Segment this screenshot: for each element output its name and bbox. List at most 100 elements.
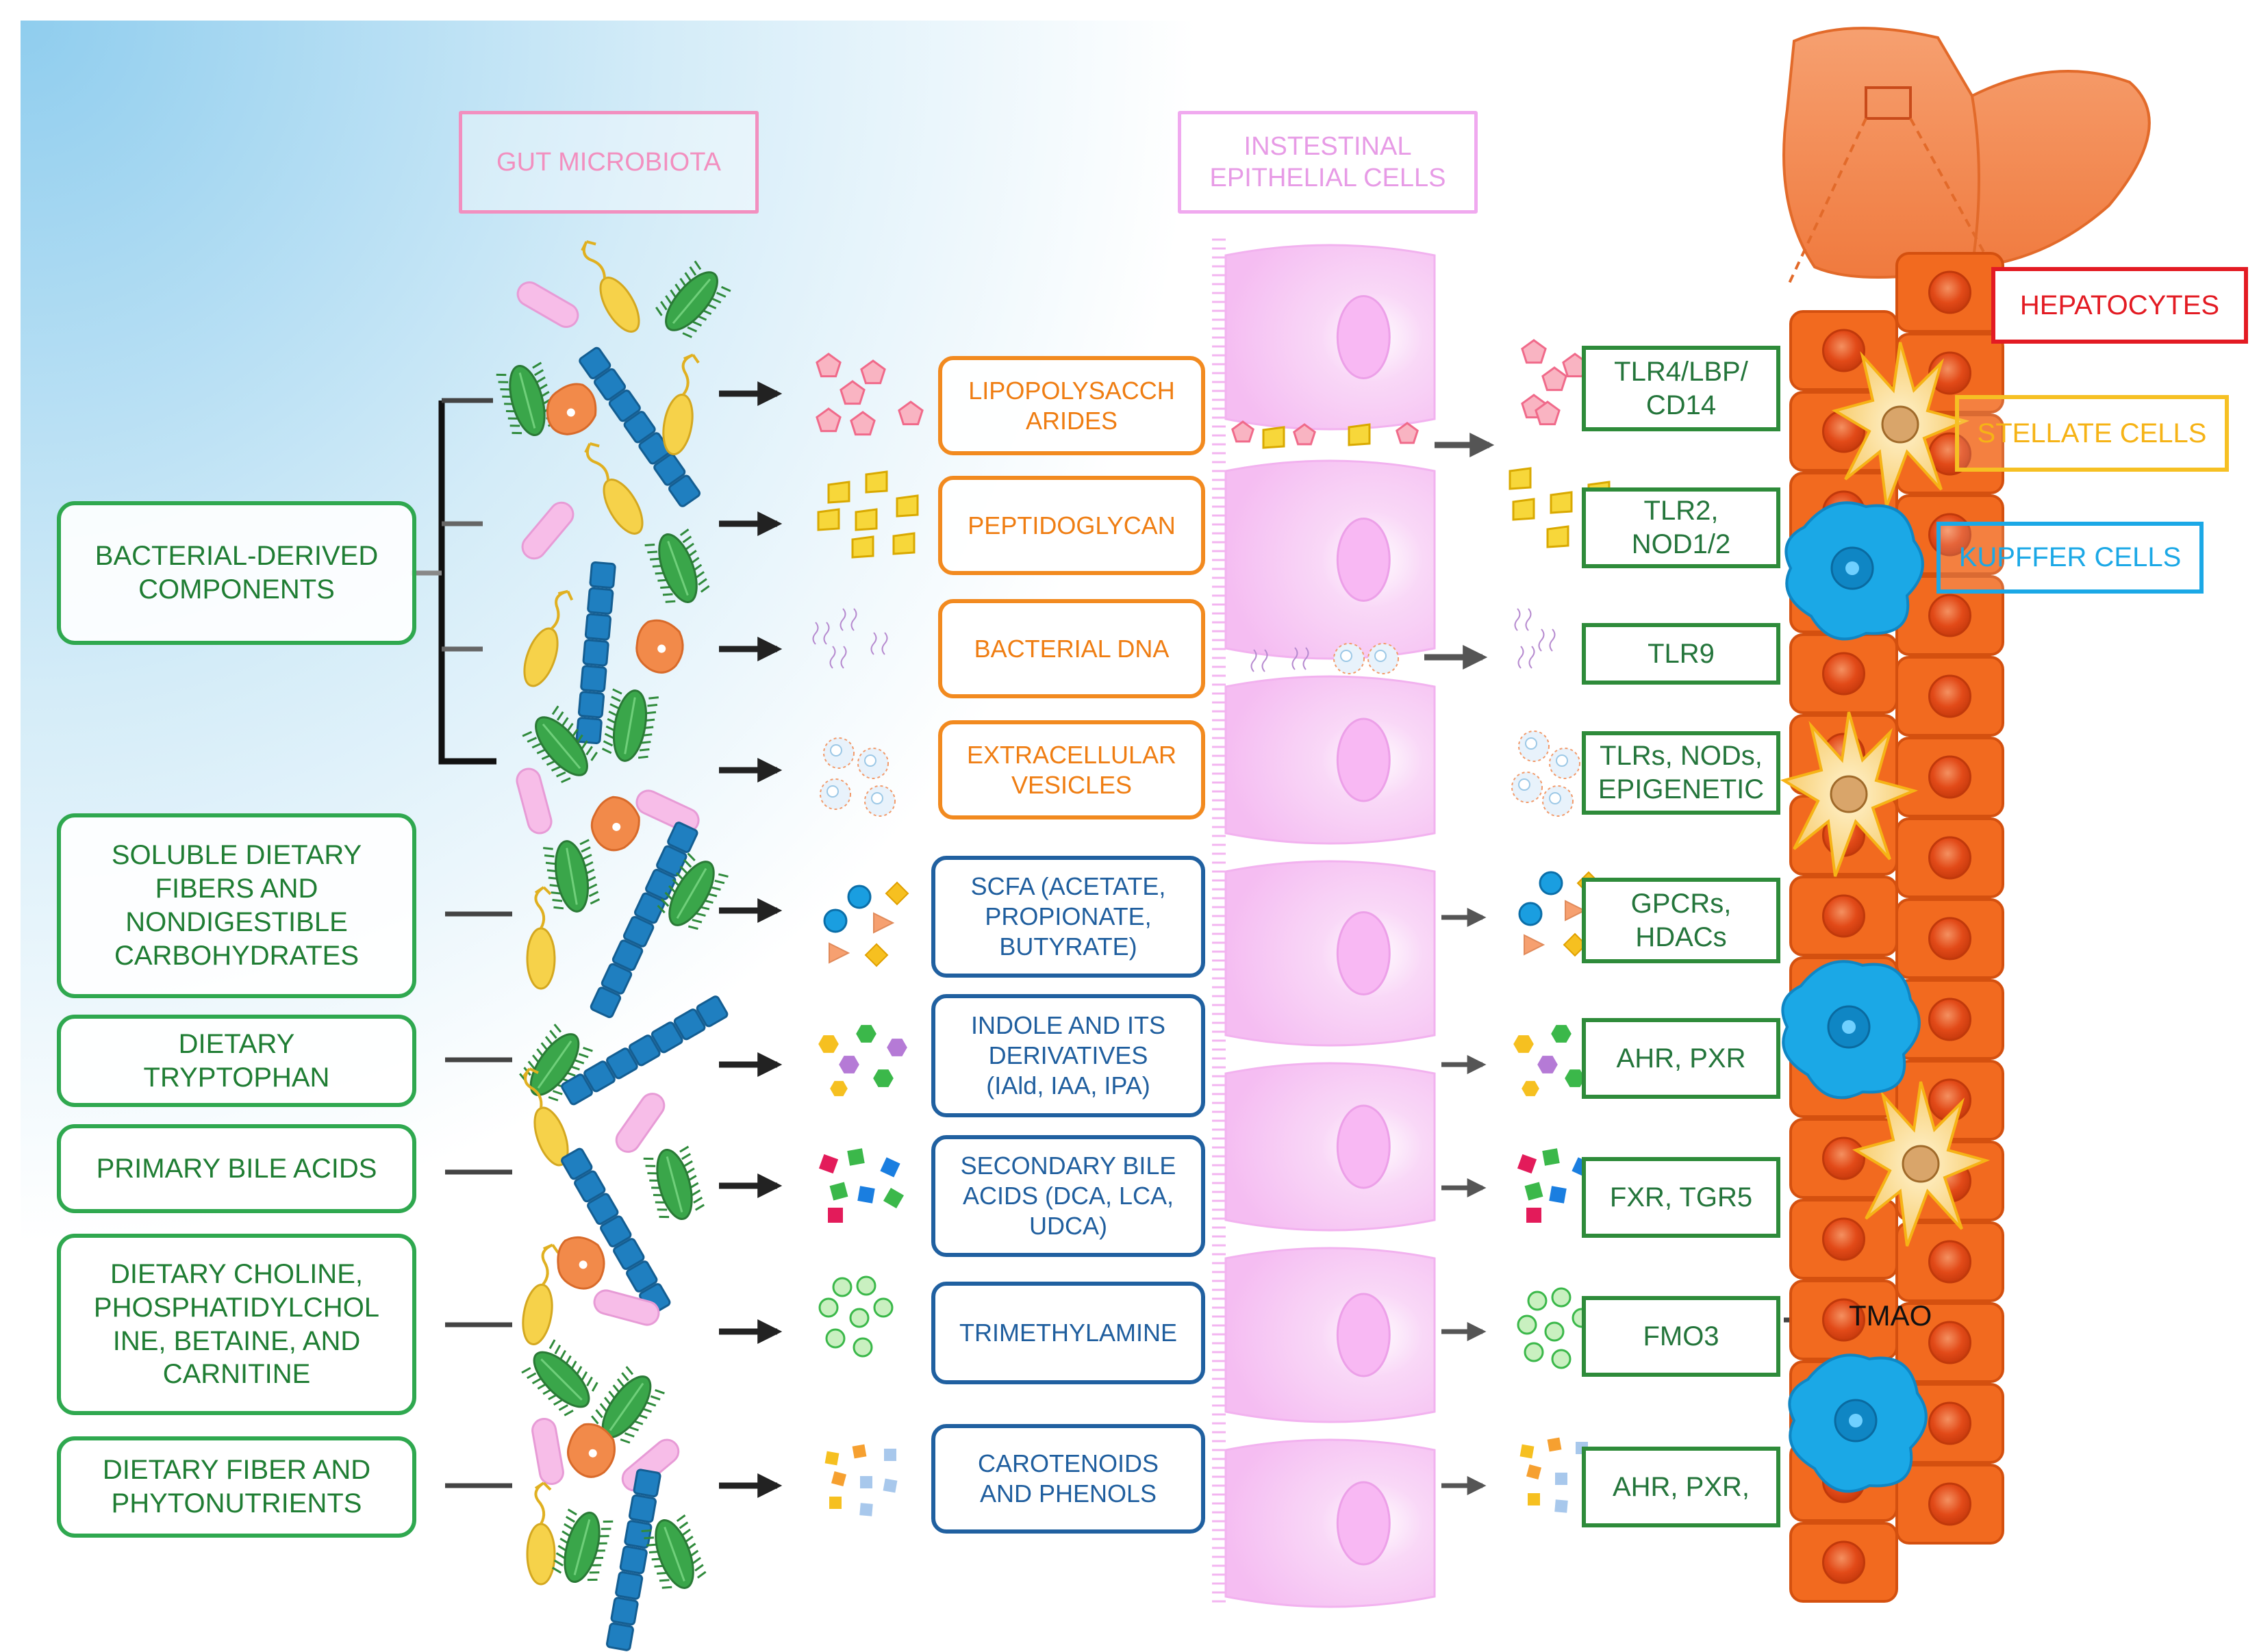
particle-square-icon — [1523, 1180, 1545, 1202]
bacteria-spiky-icon — [643, 1145, 705, 1221]
particle-circle-icon — [825, 1328, 846, 1349]
bacteria-spiky-icon — [655, 260, 731, 338]
particle-square-icon — [850, 1443, 868, 1460]
particle-circle-icon — [823, 908, 848, 933]
particle-square-icon — [1524, 1462, 1543, 1482]
particle-square-icon — [883, 1447, 898, 1462]
particle-square-icon — [845, 1146, 867, 1168]
hepatocyte-icon — [1895, 817, 2004, 898]
bacteria-spiky-icon — [601, 688, 659, 762]
liver-tissue-layer — [1780, 252, 2004, 1603]
source-text: NONDIGESTIBLE — [125, 907, 348, 937]
metabolite-text: UDCA) — [1028, 1211, 1107, 1240]
receptor-text: AHR, PXR, — [1612, 1471, 1750, 1502]
particle-square-icon — [1553, 1498, 1569, 1514]
peptidoglycan-icon — [855, 508, 878, 531]
receptor-box-gpcrs: GPCRs,HDACs — [1582, 878, 1780, 963]
liver-icon — [1782, 27, 2151, 288]
receptor-text: FXR, TGR5 — [1609, 1182, 1753, 1212]
particle-square-icon — [823, 1449, 841, 1467]
metabolite-text: EXTRACELLULAR — [966, 740, 1177, 769]
bacteria-rod-icon — [593, 1289, 660, 1326]
bracket-icon — [411, 398, 496, 765]
bacteria-spiky-icon — [543, 839, 601, 913]
vesicle-core-icon — [871, 792, 883, 804]
hepatocyte-icon — [1789, 876, 1898, 956]
metabolite-text: SECONDARY BILE — [960, 1152, 1176, 1180]
indole-hexagon-icon — [837, 1054, 861, 1075]
bacteria-chain-icon — [579, 346, 701, 507]
particle-square-icon — [859, 1475, 874, 1490]
particle-square-icon — [1518, 1443, 1536, 1460]
particles-layer — [812, 339, 1611, 1518]
kupffer-cell-icon — [1781, 960, 1921, 1100]
particle-square-icon — [817, 1152, 840, 1176]
bacteria-flagellum-icon — [584, 442, 644, 535]
receptor-text: EPIGENETIC — [1598, 774, 1765, 804]
receptor-box-tlrs-nods: TLRs, NODs,EPIGENETIC — [1582, 731, 1780, 815]
kupffer-cells-label: KUPFFER CELLS — [1936, 522, 2204, 594]
stellate-cell-icon — [1852, 1081, 1991, 1247]
bacteria-spiky-icon — [519, 1024, 593, 1102]
vesicle-core-icon — [1525, 737, 1537, 750]
lps-pentagon-icon — [1521, 339, 1547, 364]
source-text: PHYTONUTRIENTS — [111, 1488, 362, 1518]
tmao-label: TMAO — [1849, 1299, 1932, 1332]
peptidoglycan-icon — [817, 508, 840, 531]
vesicle-core-icon — [1340, 650, 1352, 662]
source-text: DIETARY FIBER AND — [102, 1455, 371, 1486]
particle-circle-icon — [1551, 1287, 1572, 1308]
receptor-text: CD14 — [1645, 390, 1717, 420]
source-text: CARNITINE — [162, 1359, 311, 1390]
particle-square-icon — [828, 1180, 850, 1202]
receptor-text: GPCRs, — [1630, 888, 1732, 919]
bacteria-flagellum-icon — [522, 1243, 559, 1345]
epithelial-cell — [1224, 1247, 1436, 1423]
bacteria-orange-icon — [566, 1423, 616, 1478]
bacteria-spiky-icon — [591, 1366, 665, 1444]
vesicle-core-icon — [1556, 754, 1568, 767]
indole-hexagon-icon — [1549, 1024, 1574, 1044]
bacteria-rod-icon — [531, 1417, 564, 1486]
metabolite-text: BACTERIAL DNA — [974, 634, 1170, 663]
indole-hexagon-icon — [816, 1034, 841, 1054]
bacteria-layer — [496, 240, 731, 1651]
particle-diamond-icon — [864, 943, 889, 967]
metabolite-text: CAROTENOIDS — [977, 1449, 1159, 1478]
bacteria-orange-icon — [635, 619, 684, 674]
particle-square-icon — [855, 1184, 877, 1206]
metabolite-text: PEPTIDOGLYCAN — [968, 511, 1176, 539]
metabolite-text: LIPOPOLYSACCH — [968, 376, 1175, 405]
lps-pentagon-icon — [1535, 401, 1561, 426]
kupffer-cell-icon — [1784, 501, 1924, 641]
particle-circle-icon — [873, 1297, 894, 1318]
particle-circle-icon — [832, 1277, 853, 1297]
metabolite-text: ARIDES — [1025, 406, 1118, 435]
particle-square-icon — [878, 1155, 903, 1180]
metabolite-text: DERIVATIVES — [988, 1041, 1148, 1070]
indole-hexagon-icon — [885, 1037, 909, 1058]
microvilli — [1212, 238, 1226, 1603]
dna-strand-icon — [1514, 608, 1532, 631]
metabolite-text: PROPIONATE, — [985, 902, 1152, 931]
source-text: DIETARY CHOLINE, — [110, 1258, 363, 1289]
particle-triangle-icon — [829, 942, 850, 964]
source-text: CARBOHYDRATES — [114, 940, 359, 971]
receptor-text: TLR9 — [1648, 638, 1715, 669]
arrows-layer — [445, 381, 1853, 1498]
epithelial-cell — [1224, 860, 1436, 1047]
receptor-box-tlr2: TLR2,NOD1/2 — [1582, 487, 1780, 568]
receptor-text: TLR2, — [1643, 496, 1719, 526]
particle-circle-icon — [1524, 1342, 1544, 1362]
particle-circle-icon — [1518, 902, 1543, 926]
dna-strand-icon — [870, 632, 888, 655]
lps-pentagon-icon — [850, 411, 876, 436]
metabolite-text: VESICLES — [1011, 770, 1133, 799]
vesicle-core-icon — [864, 754, 876, 767]
